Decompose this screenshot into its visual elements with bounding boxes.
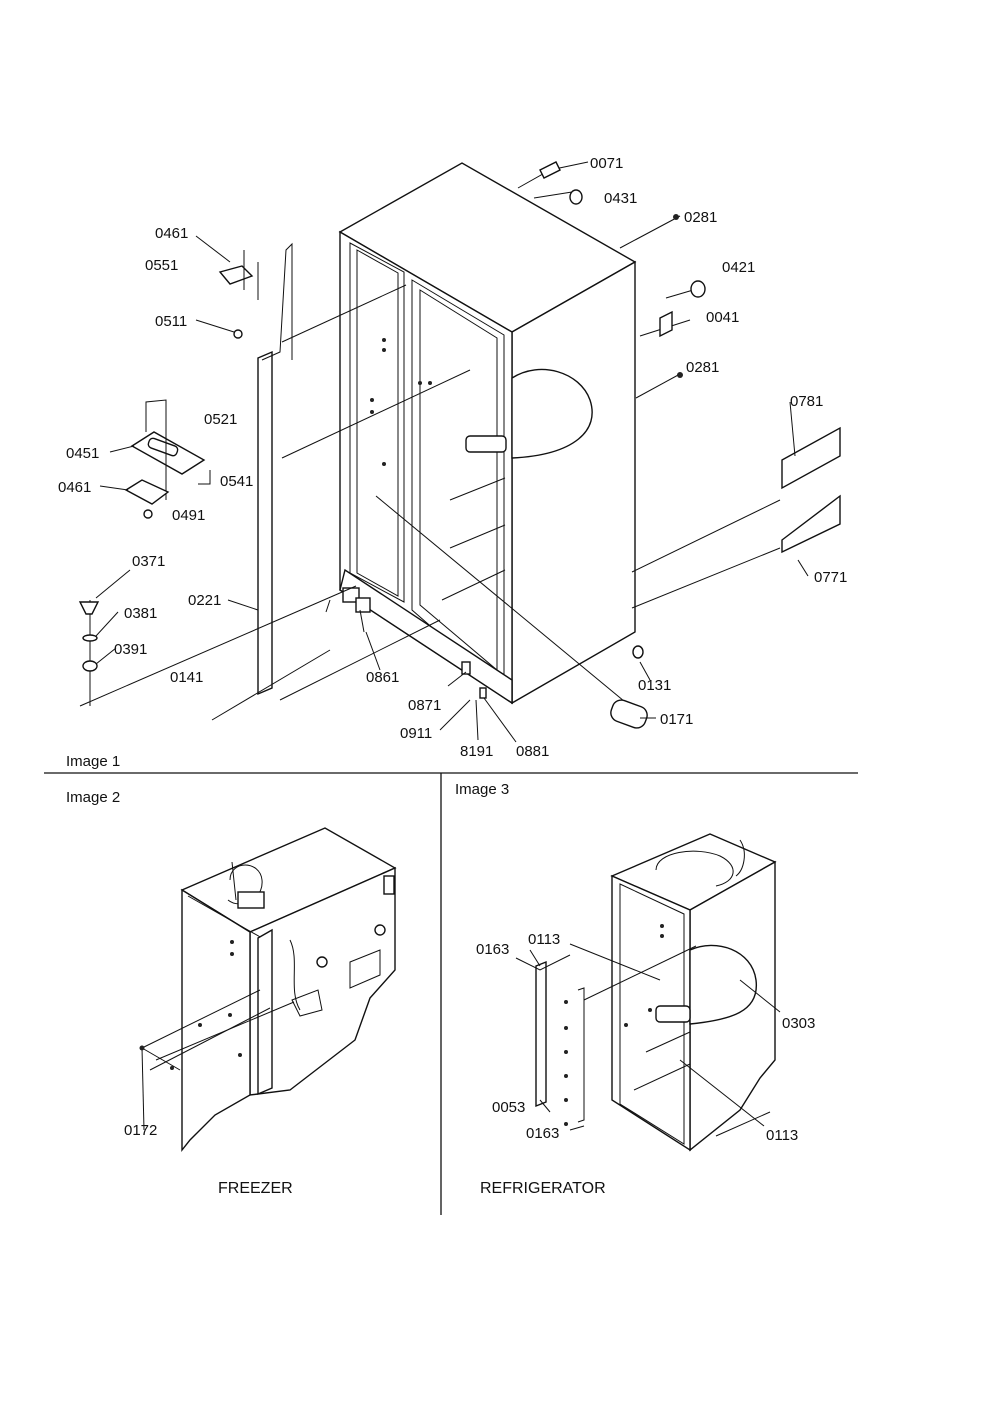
caption-image-3: Image 3 [455, 781, 509, 798]
label-0771: 0771 [814, 569, 847, 586]
label-0881: 0881 [516, 743, 549, 760]
label-0303: 0303 [782, 1015, 815, 1032]
image-1-cabinet-view [78, 161, 841, 743]
title-freezer: FREEZER [218, 1180, 293, 1197]
label-0163-bottom: 0163 [526, 1125, 559, 1142]
label-0053: 0053 [492, 1099, 525, 1116]
image-1-part-labels: 0071 0431 0281 0421 0041 0281 0781 0771 … [58, 155, 847, 760]
label-0911: 0911 [400, 725, 432, 742]
label-0281-mid: 0281 [686, 359, 719, 376]
label-0381: 0381 [124, 605, 157, 622]
label-0871: 0871 [408, 697, 441, 714]
image-3-refrigerator-view [515, 833, 781, 1152]
title-refrigerator: REFRIGERATOR [480, 1180, 606, 1197]
caption-image-2: Image 2 [66, 789, 120, 806]
label-0163-top: 0163 [476, 941, 509, 958]
label-0451: 0451 [66, 445, 99, 462]
label-0491: 0491 [172, 507, 205, 524]
label-0431: 0431 [604, 190, 637, 207]
label-0521: 0521 [204, 411, 237, 428]
label-8191: 8191 [460, 743, 493, 760]
label-0421: 0421 [722, 259, 755, 276]
label-0511: 0511 [155, 313, 187, 330]
caption-image-1: Image 1 [66, 753, 120, 770]
label-0461-top: 0461 [155, 225, 188, 242]
label-0041: 0041 [706, 309, 739, 326]
label-0113-bottom: 0113 [766, 1127, 798, 1144]
label-0551: 0551 [145, 257, 178, 274]
label-0131: 0131 [638, 677, 671, 694]
label-0141: 0141 [170, 669, 203, 686]
label-0221: 0221 [188, 592, 221, 609]
label-0172: 0172 [124, 1122, 157, 1139]
label-0461-bottom: 0461 [58, 479, 91, 496]
label-0071: 0071 [590, 155, 623, 172]
label-0113-top: 0113 [528, 931, 560, 948]
label-0371: 0371 [132, 553, 165, 570]
label-0781: 0781 [790, 393, 823, 410]
label-0541: 0541 [220, 473, 253, 490]
label-0391: 0391 [114, 641, 147, 658]
label-0281-top: 0281 [684, 209, 717, 226]
image-2-freezer-view [139, 827, 397, 1152]
label-0861: 0861 [366, 669, 399, 686]
label-0171: 0171 [660, 711, 693, 728]
